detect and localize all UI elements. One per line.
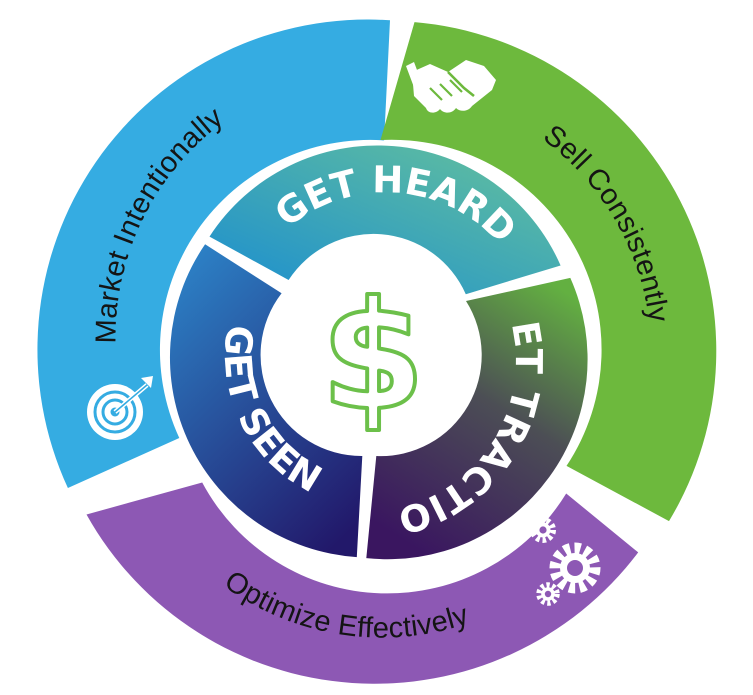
dollar-icon: $ [321,270,425,444]
target-icon [87,376,153,440]
segment-get-traction[interactable] [366,277,588,560]
handshake-icon [406,60,496,113]
segment-market-intentionally[interactable] [37,19,390,489]
gears-icon [530,517,601,606]
segment-optimize-effectively[interactable] [86,482,639,684]
segment-sell-consistently[interactable] [380,22,717,522]
center-circle [278,261,468,451]
segment-get-seen[interactable] [169,244,363,558]
segment-get-heard[interactable] [209,145,561,295]
